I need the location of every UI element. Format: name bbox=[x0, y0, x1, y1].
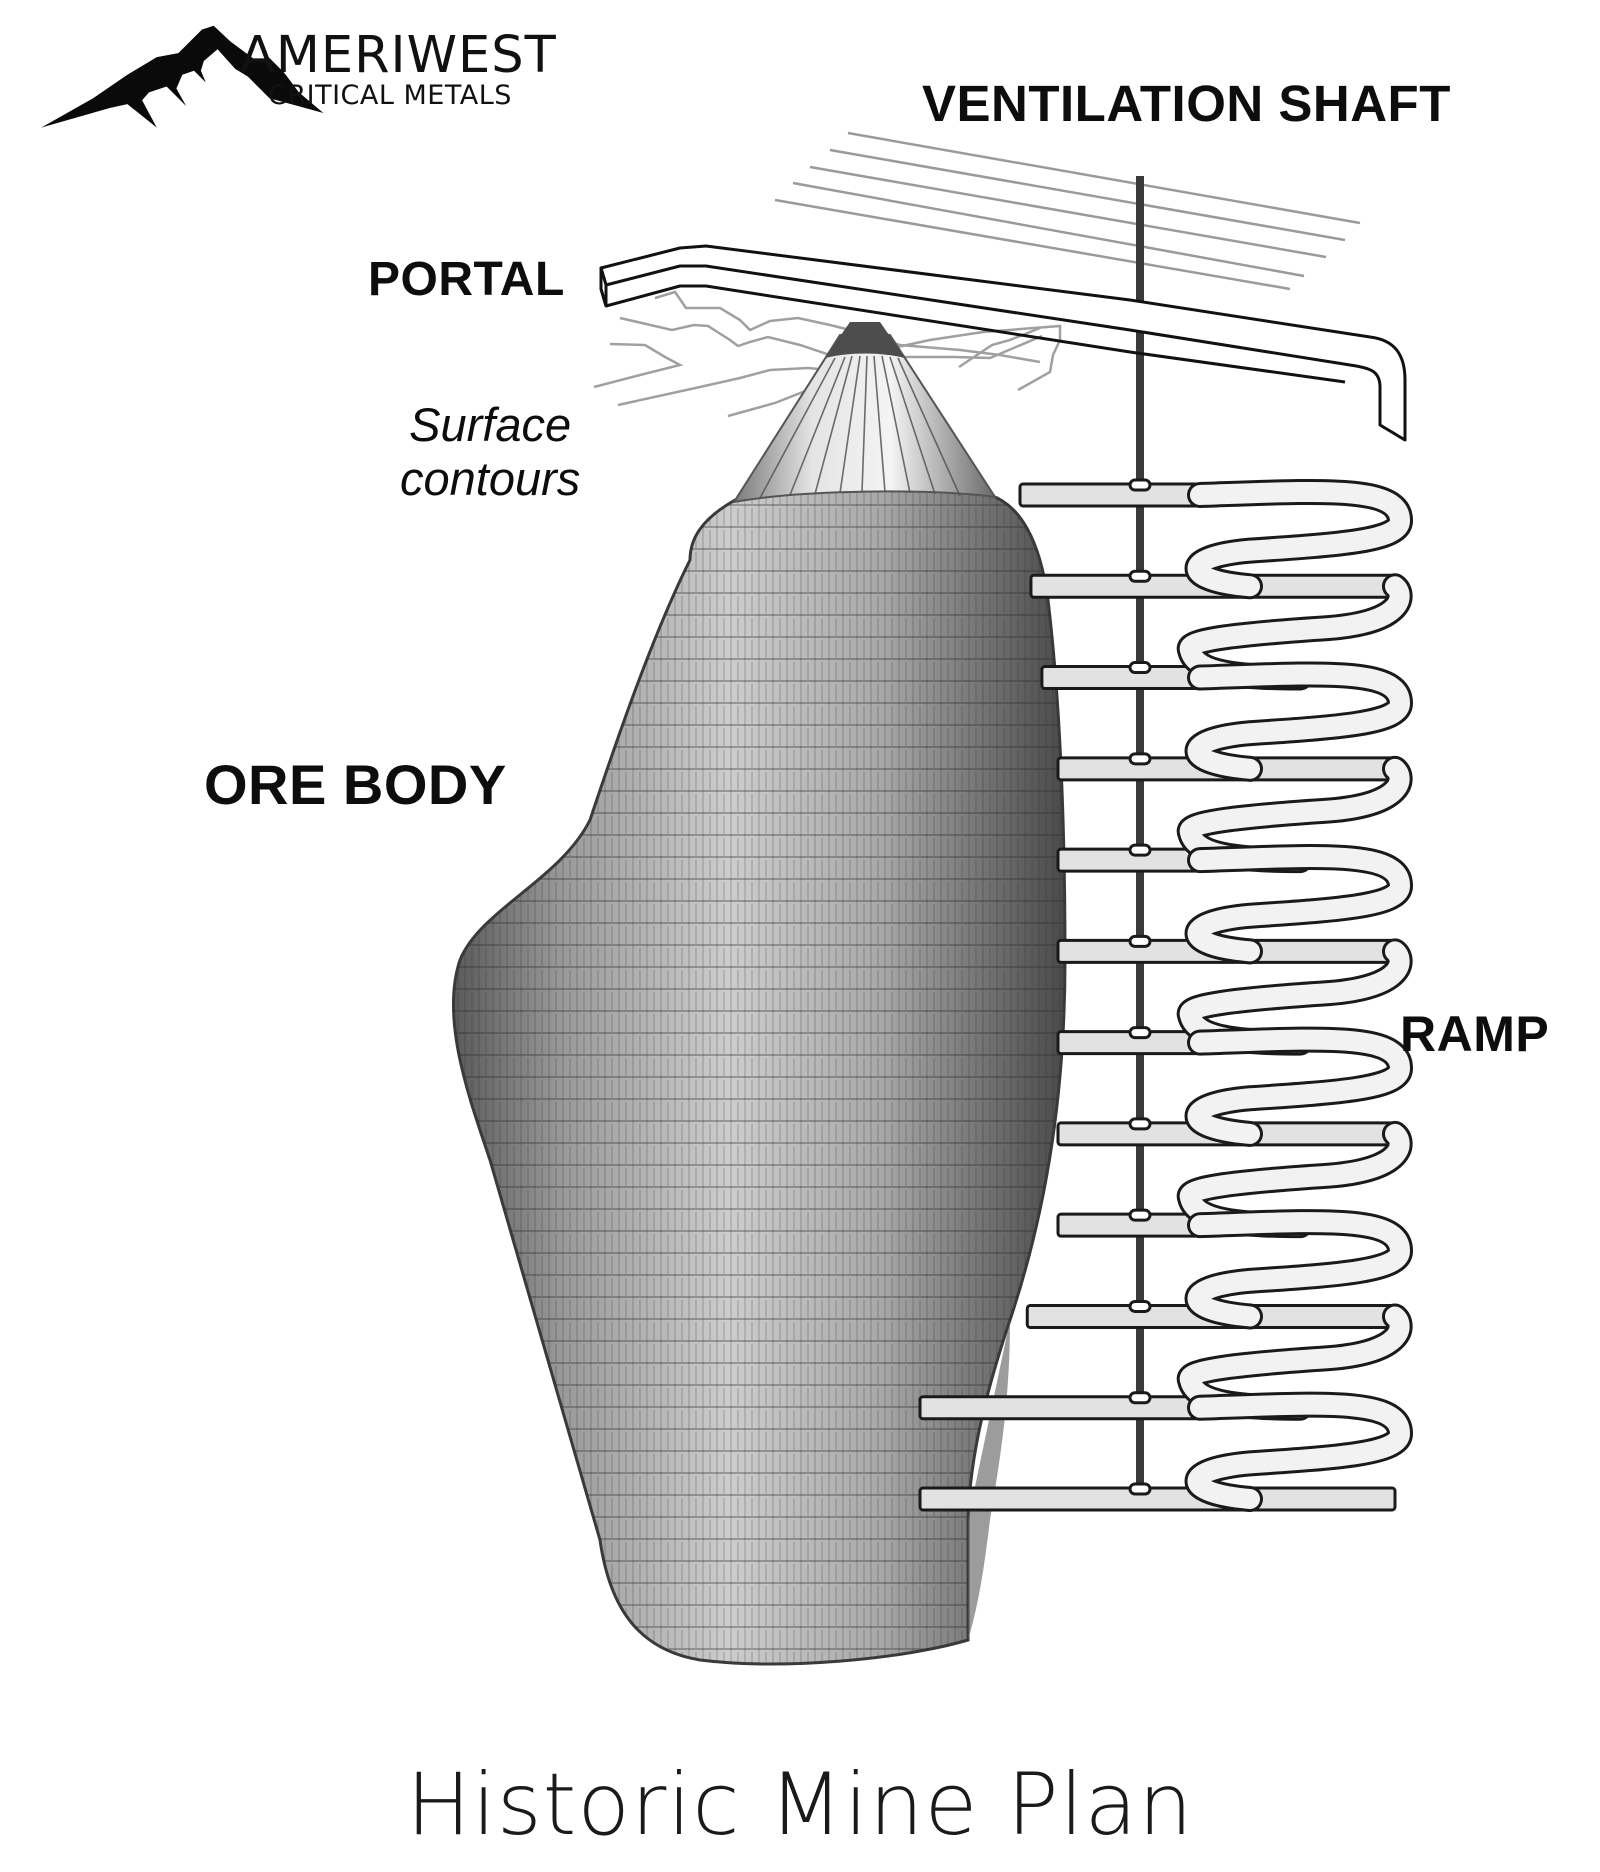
label-surface-contours-line2: contours bbox=[400, 452, 581, 505]
ramp-segment bbox=[1187, 664, 1411, 779]
level-crosscut bbox=[1018, 482, 1202, 508]
shaft-station bbox=[1128, 1117, 1152, 1131]
shaft-station bbox=[1128, 569, 1152, 583]
ramp-segment bbox=[1187, 1394, 1411, 1509]
logo-company-subtitle: CRITICAL METALS bbox=[268, 80, 512, 111]
shaft-station bbox=[1128, 1208, 1152, 1222]
ramp-segment bbox=[1187, 847, 1411, 962]
shaft-station bbox=[1128, 1026, 1152, 1040]
diagram-title: Historic Mine Plan bbox=[406, 1755, 1194, 1855]
ventilation-shaft bbox=[1136, 176, 1144, 1496]
level-crosscut bbox=[1040, 665, 1202, 691]
shaft-station bbox=[1128, 1299, 1152, 1313]
shaft-station bbox=[1128, 752, 1152, 766]
label-surface-contours: Surface contours bbox=[400, 398, 580, 506]
ore-body-cone bbox=[731, 322, 998, 504]
mountain-peaks-icon bbox=[41, 25, 324, 128]
label-ramp: RAMP bbox=[1400, 1006, 1550, 1062]
label-portal: PORTAL bbox=[368, 253, 565, 306]
label-ore-body: ORE BODY bbox=[204, 753, 507, 816]
shaft-station bbox=[1128, 661, 1152, 675]
shaft-station bbox=[1128, 1391, 1152, 1405]
shaft-station bbox=[1128, 934, 1152, 948]
label-surface-contours-line1: Surface bbox=[409, 398, 572, 451]
logo-company-name: AMERIWEST bbox=[240, 26, 557, 85]
portal-decline bbox=[599, 244, 1407, 442]
level-crosscut bbox=[918, 1395, 1202, 1421]
ramp-switchbacks bbox=[1176, 478, 1414, 1512]
shaft-station bbox=[1128, 1482, 1152, 1496]
ramp-segment bbox=[1187, 1029, 1411, 1144]
ramp-segment bbox=[1187, 481, 1411, 597]
shaft-station bbox=[1128, 843, 1152, 857]
shaft-station bbox=[1128, 478, 1152, 492]
level-crosscut bbox=[918, 1486, 1397, 1512]
label-ventilation-shaft: VENTILATION SHAFT bbox=[922, 75, 1451, 132]
ramp-segment bbox=[1187, 1212, 1411, 1327]
surface-hatch-lines bbox=[774, 131, 1361, 291]
